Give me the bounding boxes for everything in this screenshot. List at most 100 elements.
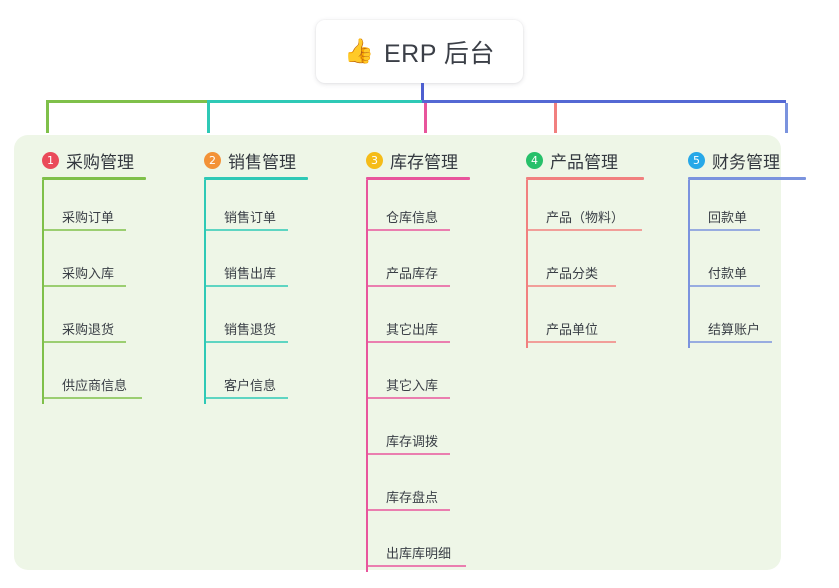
drop-connector-1 bbox=[46, 103, 49, 133]
drop-connector-2 bbox=[207, 103, 210, 133]
branch-item-rule bbox=[528, 229, 642, 231]
branch-item-rule bbox=[206, 285, 288, 287]
branch-title: 库存管理 bbox=[390, 152, 458, 172]
branch-item-rule bbox=[368, 285, 450, 287]
branch-item[interactable]: 采购订单 bbox=[42, 180, 192, 236]
branch-header-rule bbox=[526, 177, 644, 180]
branch-item-label: 其它入库 bbox=[386, 378, 439, 393]
branch-item-label: 其它出库 bbox=[386, 322, 439, 337]
root-node-content: 👍 ERP 后台 bbox=[344, 34, 495, 70]
branch-item-label: 采购入库 bbox=[62, 266, 115, 281]
branch-header-rule bbox=[688, 177, 806, 180]
branch-spine bbox=[42, 180, 44, 404]
branch-item-rule bbox=[368, 509, 450, 511]
branch-item[interactable]: 采购入库 bbox=[42, 236, 192, 292]
branch-spine bbox=[526, 180, 528, 348]
branch-item-rule bbox=[206, 397, 288, 399]
drop-connector-5 bbox=[785, 103, 788, 133]
branch-item[interactable]: 付款单 bbox=[688, 236, 838, 292]
branch-item-rule bbox=[368, 453, 450, 455]
drop-connector-3 bbox=[424, 103, 427, 133]
branch-item[interactable]: 供应商信息 bbox=[42, 348, 192, 404]
branch-spine bbox=[366, 180, 368, 572]
branch-title: 采购管理 bbox=[66, 152, 134, 172]
branch-item[interactable]: 回款单 bbox=[688, 180, 838, 236]
branch-item-label: 库存调拨 bbox=[386, 434, 439, 449]
branch-item-label: 产品单位 bbox=[546, 322, 599, 337]
branch-item[interactable]: 其它出库 bbox=[366, 292, 516, 348]
branch-item[interactable]: 库存调拨 bbox=[366, 404, 516, 460]
branch-title: 财务管理 bbox=[712, 152, 780, 172]
branch-item-rule bbox=[44, 341, 126, 343]
branch-item-rule bbox=[368, 229, 450, 231]
bus-segment-2 bbox=[207, 100, 423, 103]
branch-header-1[interactable]: 1 采购管理 bbox=[42, 148, 192, 172]
branch-items: 回款单付款单结算账户 bbox=[688, 180, 838, 348]
branch-item-rule bbox=[690, 285, 760, 287]
branch-item[interactable]: 销售订单 bbox=[204, 180, 354, 236]
branch-item[interactable]: 产品分类 bbox=[526, 236, 676, 292]
branch-item-rule bbox=[528, 341, 616, 343]
branch-item-label: 结算账户 bbox=[708, 322, 761, 337]
branch-item-label: 产品分类 bbox=[546, 266, 599, 281]
branch-spine bbox=[204, 180, 206, 404]
branch-number-badge: 3 bbox=[366, 151, 383, 169]
branch-column-2: 2 销售管理销售订单销售出库销售退货客户信息 bbox=[204, 148, 354, 404]
branch-item[interactable]: 销售退货 bbox=[204, 292, 354, 348]
branch-item-label: 产品（物料） bbox=[546, 210, 625, 225]
branch-item-rule bbox=[44, 397, 142, 399]
root-node-title: ERP 后台 bbox=[383, 39, 495, 68]
branch-item-label: 客户信息 bbox=[224, 378, 277, 393]
branch-item-label: 出库库明细 bbox=[386, 546, 452, 561]
branch-title: 产品管理 bbox=[550, 152, 618, 172]
branch-items: 销售订单销售出库销售退货客户信息 bbox=[204, 180, 354, 404]
branch-item-label: 产品库存 bbox=[386, 266, 439, 281]
branch-item[interactable]: 产品（物料） bbox=[526, 180, 676, 236]
branch-item[interactable]: 客户信息 bbox=[204, 348, 354, 404]
root-stem-connector bbox=[421, 83, 424, 101]
branch-item-label: 采购订单 bbox=[62, 210, 115, 225]
branch-header-3[interactable]: 3 库存管理 bbox=[366, 148, 516, 172]
branch-item[interactable]: 产品库存 bbox=[366, 236, 516, 292]
branch-item-label: 供应商信息 bbox=[62, 378, 128, 393]
branch-item[interactable]: 库存盘点 bbox=[366, 460, 516, 516]
branch-item-label: 付款单 bbox=[708, 266, 748, 281]
branch-number-badge: 2 bbox=[204, 151, 221, 169]
branch-item-rule bbox=[206, 341, 288, 343]
branch-item-rule bbox=[528, 285, 616, 287]
drop-connector-4 bbox=[554, 103, 557, 133]
branch-item[interactable]: 仓库信息 bbox=[366, 180, 516, 236]
branch-spine bbox=[688, 180, 690, 348]
branches-panel bbox=[14, 135, 781, 570]
branch-item-rule bbox=[44, 229, 126, 231]
root-node[interactable]: 👍 ERP 后台 bbox=[316, 20, 523, 83]
branch-item-rule bbox=[368, 341, 450, 343]
branch-header-2[interactable]: 2 销售管理 bbox=[204, 148, 354, 172]
branch-item[interactable]: 出库库明细 bbox=[366, 516, 516, 572]
branch-item-label: 库存盘点 bbox=[386, 490, 439, 505]
branch-item-rule bbox=[44, 285, 126, 287]
branch-item-label: 回款单 bbox=[708, 210, 748, 225]
branch-item-label: 销售订单 bbox=[224, 210, 277, 225]
branch-header-rule bbox=[42, 177, 146, 180]
branch-item[interactable]: 销售出库 bbox=[204, 236, 354, 292]
branch-title: 销售管理 bbox=[228, 152, 296, 172]
branch-column-3: 3 库存管理仓库信息产品库存其它出库其它入库库存调拨库存盘点出库库明细 bbox=[366, 148, 516, 572]
branch-item-rule bbox=[206, 229, 288, 231]
branch-items: 采购订单采购入库采购退货供应商信息 bbox=[42, 180, 192, 404]
branch-item-label: 销售出库 bbox=[224, 266, 277, 281]
branch-item-rule bbox=[690, 341, 772, 343]
thumbs-up-icon: 👍 bbox=[344, 37, 374, 65]
branch-item[interactable]: 产品单位 bbox=[526, 292, 676, 348]
branch-item[interactable]: 采购退货 bbox=[42, 292, 192, 348]
branch-item[interactable]: 结算账户 bbox=[688, 292, 838, 348]
branch-item[interactable]: 其它入库 bbox=[366, 348, 516, 404]
branch-header-rule bbox=[366, 177, 470, 180]
branch-number-badge: 1 bbox=[42, 151, 59, 169]
branch-item-label: 仓库信息 bbox=[386, 210, 439, 225]
branch-item-rule bbox=[368, 397, 450, 399]
